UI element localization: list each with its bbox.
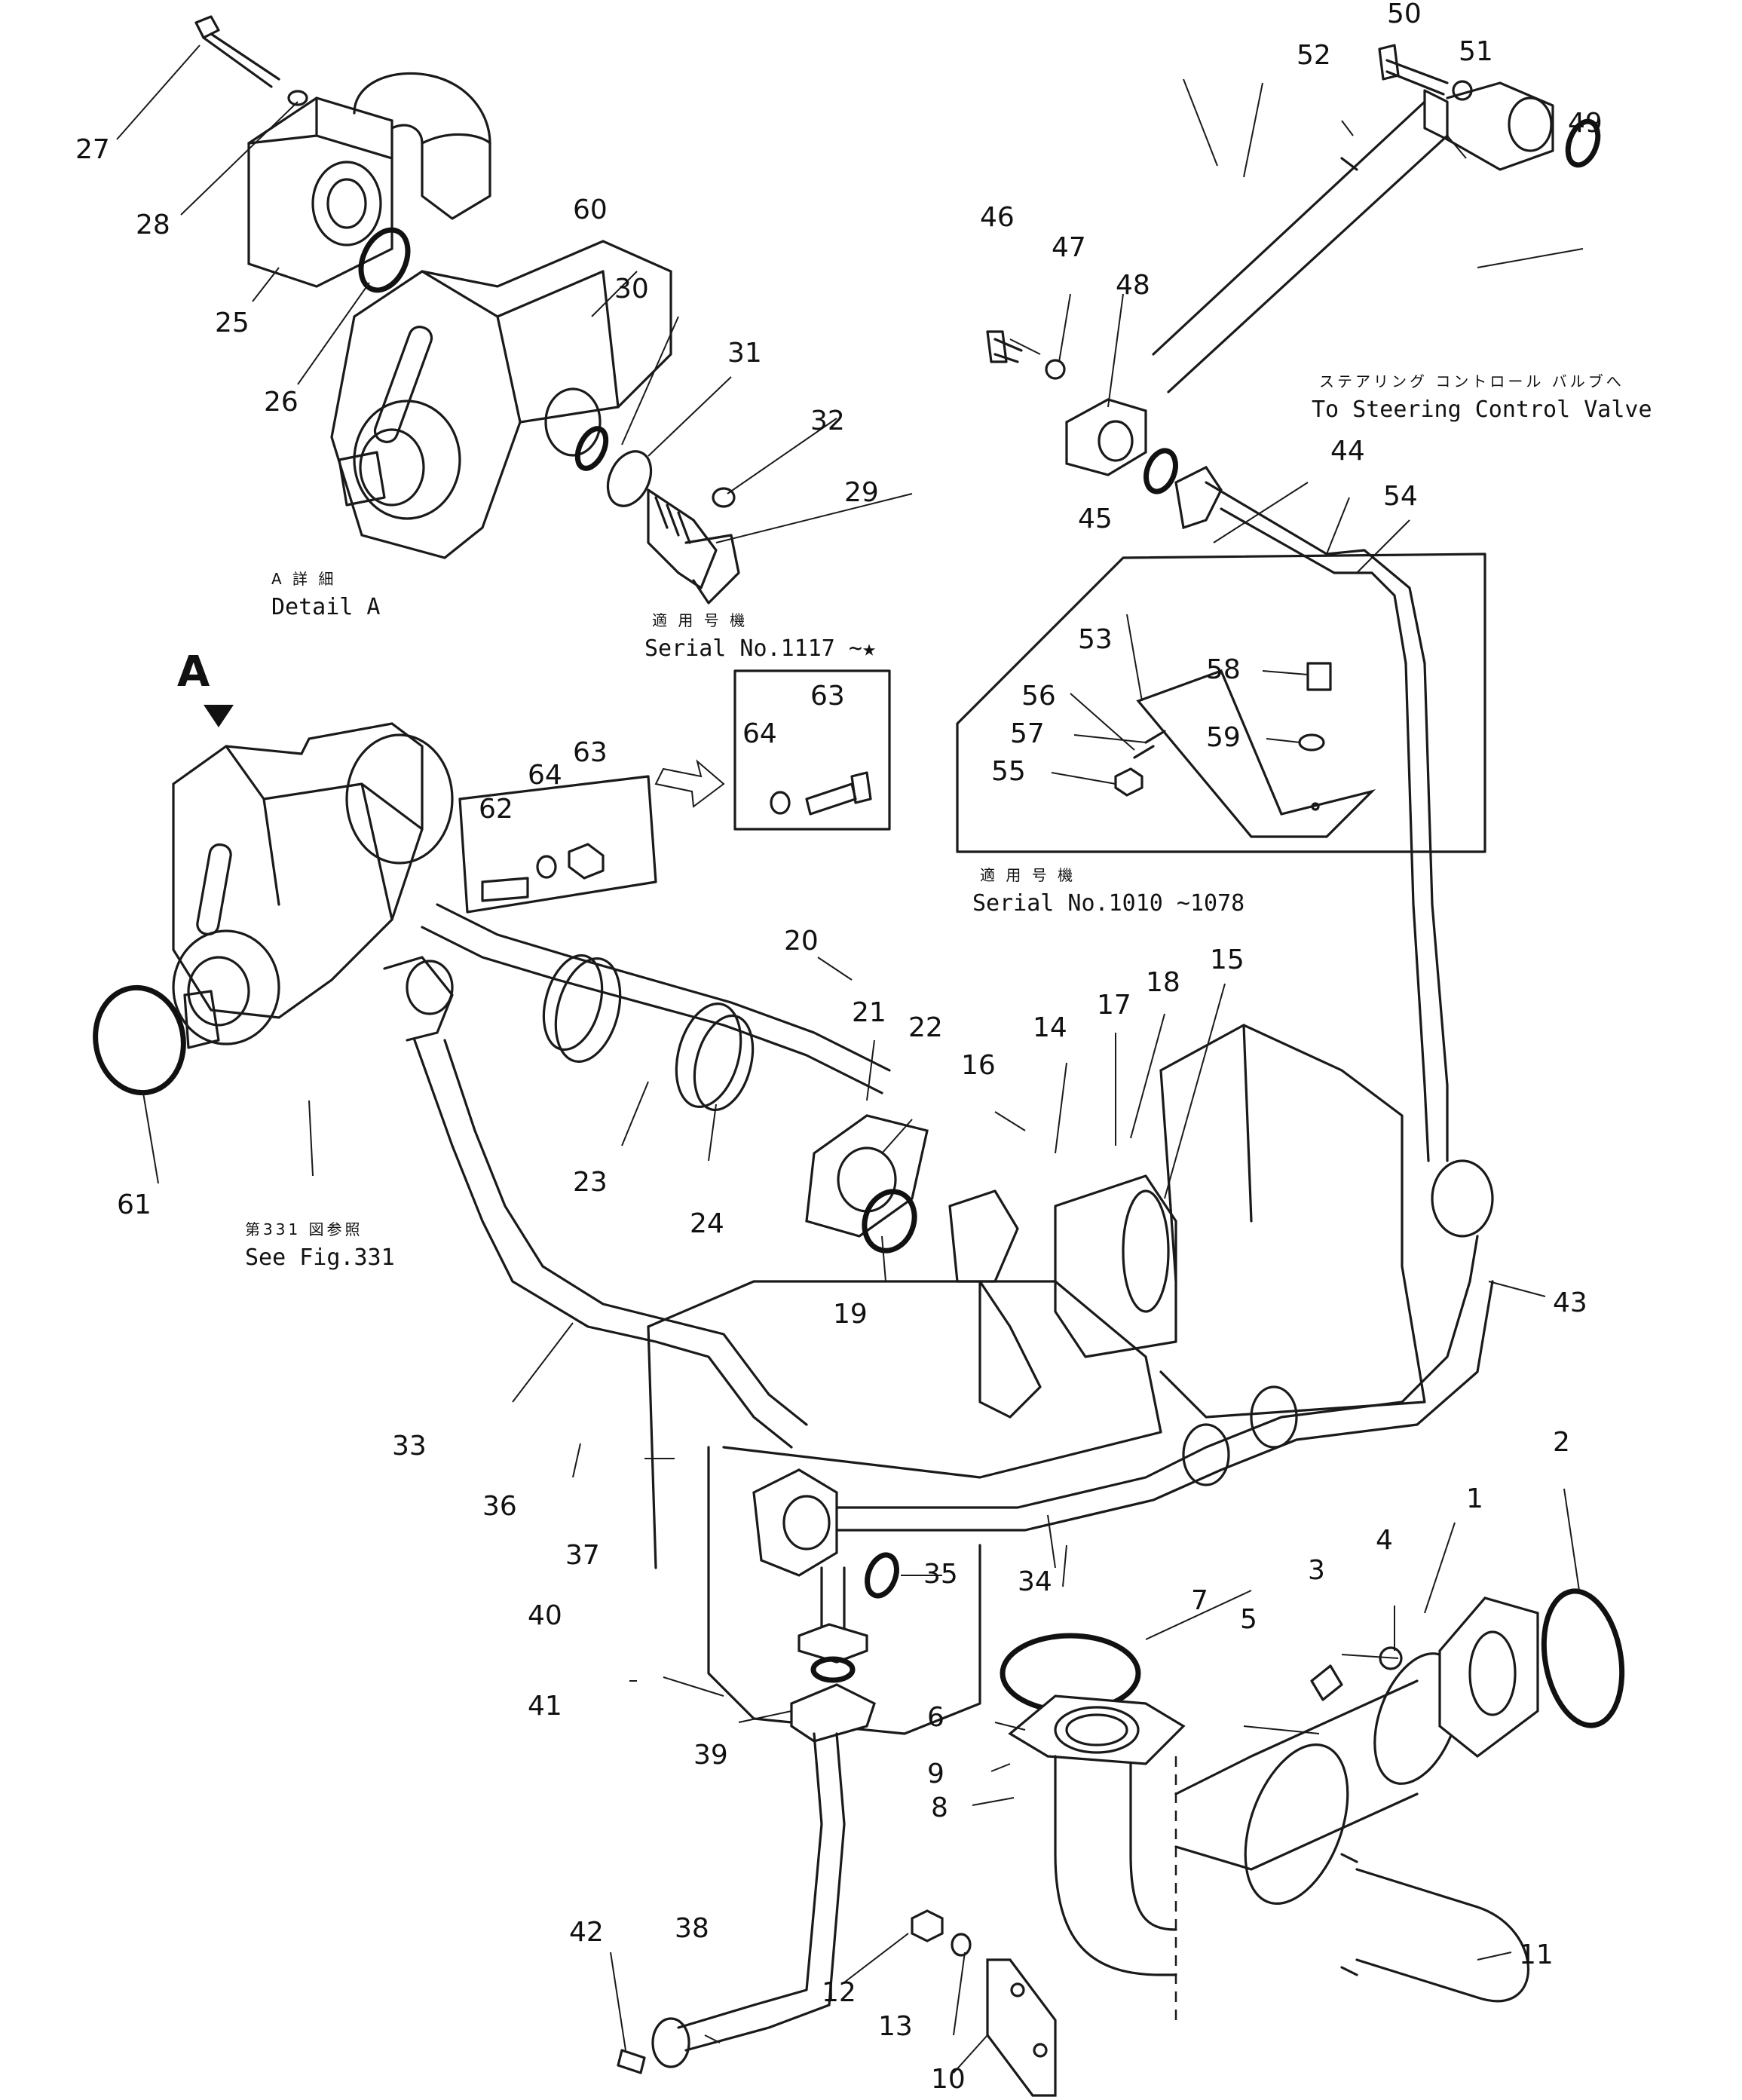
- callout-32: 32: [810, 406, 845, 436]
- callout-22: 22: [908, 1012, 943, 1043]
- callout-64-inset: 64: [742, 718, 777, 749]
- callout-51: 51: [1459, 36, 1493, 67]
- callout-14: 14: [1033, 1012, 1067, 1043]
- callout-55: 55: [991, 756, 1026, 787]
- detail-a-en: Detail A: [271, 594, 381, 620]
- callout-16: 16: [961, 1050, 996, 1081]
- callout-60: 60: [573, 194, 608, 225]
- lower-fittings: [617, 1468, 899, 2074]
- steering-en: To Steering Control Valve: [1312, 396, 1652, 423]
- callout-12: 12: [822, 1977, 856, 2008]
- callout-39: 39: [693, 1740, 728, 1771]
- callout-6: 6: [927, 1702, 944, 1733]
- callout-35: 35: [923, 1559, 958, 1590]
- callout-47: 47: [1052, 232, 1086, 263]
- callout-61: 61: [117, 1189, 152, 1220]
- leader-lines: [116, 44, 1584, 2074]
- main-pump: [93, 722, 929, 1449]
- callout-18: 18: [1146, 967, 1180, 998]
- callout-48: 48: [1116, 270, 1150, 301]
- callout-56: 56: [1021, 681, 1056, 712]
- arrow-to-inset: [654, 759, 725, 808]
- callout-23: 23: [573, 1167, 608, 1198]
- callout-28: 28: [136, 210, 170, 240]
- callout-33: 33: [392, 1431, 427, 1462]
- see-fig-en: See Fig.331: [245, 1244, 395, 1271]
- callout-40: 40: [528, 1600, 562, 1631]
- callout-4: 4: [1376, 1525, 1393, 1556]
- callout-34: 34: [1018, 1566, 1052, 1597]
- callout-41: 41: [528, 1691, 562, 1722]
- callout-labels: 1 2 3 4 5 6 7 8 9 10 11 12 13 14 15 16 1…: [75, 0, 1603, 2095]
- callout-46: 46: [980, 202, 1015, 233]
- serial-top-jp: 適 用 号 機: [652, 611, 748, 629]
- detail-a-jp: A 詳 細: [271, 570, 336, 588]
- bolt-27-28: [194, 15, 308, 106]
- callout-8: 8: [931, 1792, 948, 1823]
- callout-63-inset: 63: [810, 681, 845, 712]
- callout-53: 53: [1078, 624, 1113, 655]
- inlet-assembly: [911, 1588, 1625, 2097]
- callout-57: 57: [1010, 718, 1045, 749]
- callout-10: 10: [931, 2064, 966, 2095]
- serial-mid-en: Serial No.1010 ~1078: [972, 890, 1245, 917]
- callout-29: 29: [844, 477, 879, 508]
- callout-2: 2: [1553, 1427, 1570, 1458]
- callout-45: 45: [1078, 504, 1113, 534]
- callout-27: 27: [75, 134, 110, 165]
- callout-15: 15: [1210, 944, 1245, 975]
- inset-stud-box: [458, 775, 657, 914]
- inset-bolt-box: [733, 669, 891, 831]
- callout-19: 19: [833, 1299, 868, 1330]
- callout-58: 58: [1206, 654, 1241, 685]
- serial-top-en: Serial No.1117 ~★: [644, 635, 876, 662]
- view-a-label: A: [177, 647, 210, 696]
- return-line: [828, 1159, 1494, 1532]
- callout-31: 31: [727, 338, 762, 369]
- callout-26: 26: [264, 387, 298, 418]
- callout-63-box: 63: [573, 737, 608, 768]
- callout-59: 59: [1206, 722, 1241, 753]
- callout-64-box: 64: [528, 760, 562, 791]
- callout-5: 5: [1240, 1604, 1257, 1635]
- view-a-arrow: [204, 705, 234, 727]
- serial-mid-jp: 適 用 号 機: [980, 866, 1076, 884]
- callout-37: 37: [565, 1540, 600, 1571]
- callout-9: 9: [927, 1759, 944, 1789]
- callout-24: 24: [690, 1208, 724, 1239]
- steering-jp: ステアリング コントロール バルブへ: [1319, 372, 1624, 390]
- callout-62: 62: [479, 794, 513, 825]
- detail-a-pump: [247, 72, 740, 605]
- callout-20: 20: [784, 926, 819, 957]
- callout-1: 1: [1466, 1483, 1483, 1514]
- callout-21: 21: [852, 997, 886, 1028]
- callout-43: 43: [1553, 1287, 1587, 1318]
- callout-17: 17: [1097, 990, 1131, 1021]
- inset-bracket-box: [956, 553, 1486, 853]
- callout-49: 49: [1568, 108, 1603, 139]
- callout-30: 30: [614, 274, 649, 305]
- callout-3: 3: [1308, 1555, 1325, 1586]
- callout-25: 25: [215, 308, 250, 338]
- transmission-body: [647, 1024, 1426, 1735]
- callout-36: 36: [482, 1491, 517, 1522]
- callout-38: 38: [675, 1913, 709, 1944]
- callout-54: 54: [1383, 481, 1418, 512]
- steering-line: [986, 44, 1601, 1162]
- callout-42: 42: [569, 1917, 604, 1948]
- callout-11: 11: [1519, 1939, 1554, 1970]
- callout-13: 13: [878, 2011, 913, 2042]
- callout-44: 44: [1330, 436, 1365, 467]
- see-fig-jp: 第331 図参照: [245, 1220, 363, 1238]
- callout-50: 50: [1387, 0, 1422, 29]
- callout-52: 52: [1297, 40, 1331, 71]
- callout-7: 7: [1191, 1585, 1208, 1616]
